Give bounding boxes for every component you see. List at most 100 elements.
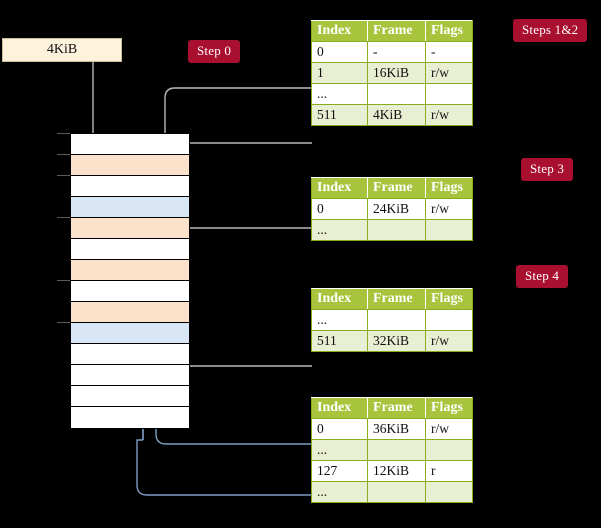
source-frame-label: 4KiB — [46, 42, 78, 57]
column-header-index: Index — [311, 397, 368, 419]
cell-frame: - — [367, 41, 426, 63]
memory-row — [71, 218, 189, 239]
cell-index: 127 — [311, 460, 368, 482]
cell-flags: r/w — [425, 62, 473, 84]
column-header-frame: Frame — [367, 288, 426, 310]
table-row: ... — [311, 481, 473, 503]
cell-frame: 24KiB — [367, 198, 426, 220]
memory-row — [71, 365, 189, 386]
memory-tick — [57, 133, 71, 134]
badge-step-4-label: Step 4 — [525, 268, 560, 283]
cell-index: ... — [311, 309, 368, 331]
cell-frame: 36KiB — [367, 418, 426, 440]
cell-flags: r — [425, 460, 473, 482]
table-header-row: Index Frame Flags — [311, 177, 473, 199]
cell-index: 1 — [311, 62, 368, 84]
cell-flags: - — [425, 41, 473, 63]
cell-flags: r/w — [425, 104, 473, 126]
table-row: 511 32KiB r/w — [311, 330, 473, 352]
cell-flags — [425, 83, 473, 105]
cell-frame: 12KiB — [367, 460, 426, 482]
badge-step-4: Step 4 — [516, 265, 569, 288]
cell-index: ... — [311, 219, 368, 241]
column-header-flags: Flags — [425, 177, 473, 199]
memory-row — [71, 281, 189, 302]
column-header-frame: Frame — [367, 177, 426, 199]
wire-l2-row511-to-memory — [175, 314, 312, 367]
memory-row — [71, 134, 189, 155]
column-header-index: Index — [311, 177, 368, 199]
memory-row — [71, 260, 189, 281]
cell-frame — [367, 309, 426, 331]
source-frame-box: 4KiB — [2, 38, 122, 62]
table-header-row: Index Frame Flags — [311, 20, 473, 42]
cell-flags: r/w — [425, 418, 473, 440]
cell-index: ... — [311, 439, 368, 461]
page-table-level-1: Index Frame Flags 0 24KiB r/w ... — [311, 177, 473, 241]
badge-step-0-label: Step 0 — [197, 43, 232, 58]
table-row: ... — [311, 309, 473, 331]
memory-row — [71, 155, 189, 176]
cell-frame: 16KiB — [367, 62, 426, 84]
badge-steps-1-2-label: Steps 1&2 — [522, 22, 579, 37]
cell-flags — [425, 309, 473, 331]
memory-row — [71, 344, 189, 365]
cell-index: 0 — [311, 418, 368, 440]
cell-flags: r/w — [425, 330, 473, 352]
table-row: 127 12KiB r — [311, 460, 473, 482]
column-header-frame: Frame — [367, 20, 426, 42]
page-table-level-3: Index Frame Flags 0 36KiB r/w ... 127 12… — [311, 397, 473, 503]
table-row: 0 36KiB r/w — [311, 418, 473, 440]
badge-step-3-label: Step 3 — [530, 161, 565, 176]
cell-frame — [367, 83, 426, 105]
memory-row — [71, 197, 189, 218]
wire-l0-row511-to-memory — [175, 142, 312, 240]
wire-l1-row0-to-memory — [175, 227, 312, 282]
memory-row — [71, 302, 189, 323]
cell-frame: 32KiB — [367, 330, 426, 352]
table-row: ... — [311, 83, 473, 105]
table-row: ... — [311, 219, 473, 241]
cell-index: ... — [311, 481, 368, 503]
column-header-flags: Flags — [425, 20, 473, 42]
table-row-highlighted: 511 4KiB r/w — [311, 104, 473, 126]
cell-flags — [425, 481, 473, 503]
page-table-level-2: Index Frame Flags ... 511 32KiB r/w — [311, 288, 473, 352]
cell-frame — [367, 481, 426, 503]
page-table-level-0: Index Frame Flags 0 - - 1 16KiB r/w ... … — [311, 20, 473, 126]
memory-tick — [57, 154, 71, 155]
cell-index: 511 — [311, 104, 368, 126]
cell-frame — [367, 439, 426, 461]
cell-index: 0 — [311, 41, 368, 63]
column-header-frame: Frame — [367, 397, 426, 419]
cell-index: 511 — [311, 330, 368, 352]
table-row: 0 24KiB r/w — [311, 198, 473, 220]
column-header-flags: Flags — [425, 288, 473, 310]
column-header-flags: Flags — [425, 397, 473, 419]
physical-memory-column — [70, 133, 190, 429]
memory-row — [71, 407, 189, 428]
memory-tick — [57, 175, 71, 176]
cell-flags — [425, 219, 473, 241]
cell-frame: 4KiB — [367, 104, 426, 126]
column-header-index: Index — [311, 288, 368, 310]
memory-row — [71, 323, 189, 344]
badge-step-3: Step 3 — [521, 158, 574, 181]
table-header-row: Index Frame Flags — [311, 288, 473, 310]
badge-step-0: Step 0 — [188, 40, 241, 63]
cell-frame — [367, 219, 426, 241]
table-row: 1 16KiB r/w — [311, 62, 473, 84]
table-row: ... — [311, 439, 473, 461]
cell-flags: r/w — [425, 198, 473, 220]
memory-tick — [57, 217, 71, 218]
memory-row — [71, 176, 189, 197]
memory-tick — [57, 322, 71, 323]
column-header-index: Index — [311, 20, 368, 42]
cell-index: ... — [311, 83, 368, 105]
memory-row — [71, 239, 189, 260]
table-header-row: Index Frame Flags — [311, 397, 473, 419]
cell-flags — [425, 439, 473, 461]
memory-tick — [57, 280, 71, 281]
memory-row — [71, 386, 189, 407]
